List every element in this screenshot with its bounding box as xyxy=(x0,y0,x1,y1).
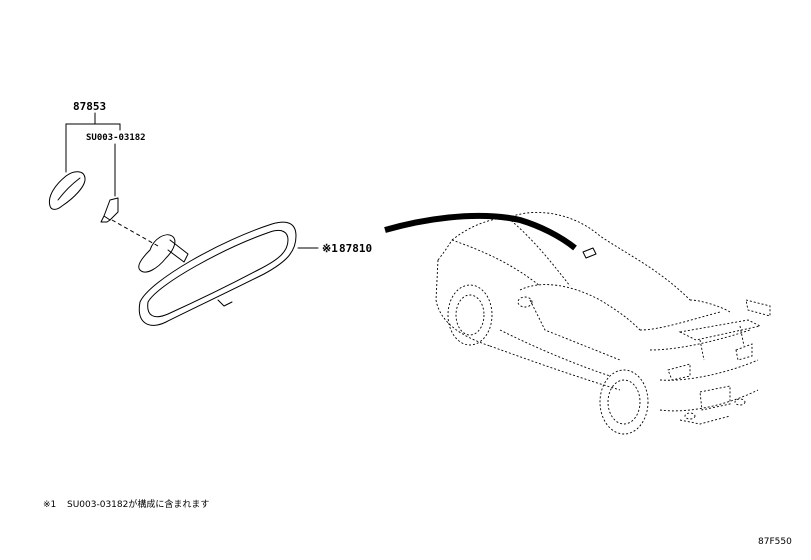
car-outline xyxy=(435,211,771,435)
footnote-mark: ※1 xyxy=(43,500,57,510)
location-arrow xyxy=(384,212,577,251)
part-number-87810: 87810 xyxy=(339,242,373,255)
part-number-87853: 87853 xyxy=(73,100,107,113)
clip-part xyxy=(100,197,119,223)
part-number-87810-mark: ※1 xyxy=(322,242,338,255)
assembly-line xyxy=(111,219,159,247)
leader-87853 xyxy=(65,112,121,197)
part-number-su003-03182: SU003-03182 xyxy=(86,133,146,143)
mirror-cover-part xyxy=(48,171,86,210)
footnote-text: SU003-03182が構成に含まれます xyxy=(67,500,210,510)
rearview-mirror-part xyxy=(138,221,297,326)
diagram-code: 87F550 xyxy=(758,537,792,547)
